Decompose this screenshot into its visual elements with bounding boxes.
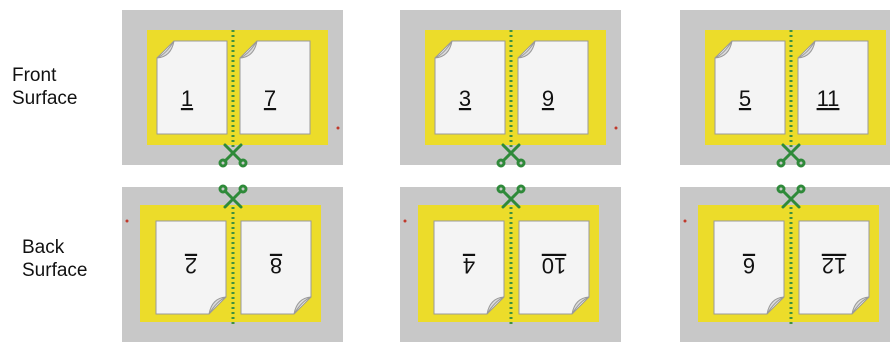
page-number: 12	[822, 253, 846, 278]
back-sheet-1: 2 8	[122, 187, 343, 342]
front-surface-label: Front Surface	[12, 64, 77, 110]
page-number: 6	[743, 253, 755, 278]
front-sheet-3-graphic: 5 11	[680, 10, 890, 165]
scissors-icon	[778, 186, 804, 207]
page-number: 5	[739, 86, 751, 111]
back-surface-label-line1: Back	[22, 236, 87, 259]
page-number: 10	[542, 253, 566, 278]
back-surface-label-line2: Surface	[22, 259, 87, 282]
registration-mark	[337, 127, 340, 130]
front-surface-label-line2: Surface	[12, 87, 77, 110]
back-sheet-2-graphic: 4 10	[400, 187, 621, 342]
front-sheet-1: 1 7	[122, 10, 343, 165]
page-number: 11	[817, 86, 840, 111]
page-number: 3	[459, 86, 471, 111]
front-surface-label-line1: Front	[12, 64, 77, 87]
scissors-icon	[220, 186, 246, 207]
back-sheet-3: 6 12	[680, 187, 890, 342]
page-number: 2	[185, 253, 197, 278]
back-sheet-1-graphic: 2 8	[122, 187, 343, 342]
front-sheet-3: 5 11	[680, 10, 890, 165]
back-surface-label: Back Surface	[22, 236, 87, 282]
page-number: 8	[270, 253, 282, 278]
scissors-icon	[498, 186, 524, 207]
scissors-icon	[498, 145, 524, 166]
page-number: 1	[181, 86, 193, 111]
page-number: 7	[264, 86, 276, 111]
back-sheet-2: 4 10	[400, 187, 621, 342]
scissors-icon	[778, 145, 804, 166]
registration-mark	[615, 127, 618, 130]
registration-mark	[404, 220, 407, 223]
page-number: 4	[463, 253, 475, 278]
registration-mark	[126, 220, 129, 223]
registration-mark	[684, 220, 687, 223]
front-sheet-2: 3 9	[400, 10, 621, 165]
front-sheet-1-graphic: 1 7	[122, 10, 343, 165]
front-sheet-2-graphic: 3 9	[400, 10, 621, 165]
scissors-icon	[220, 145, 246, 166]
back-sheet-3-graphic: 6 12	[680, 187, 890, 342]
page-number: 9	[542, 86, 554, 111]
